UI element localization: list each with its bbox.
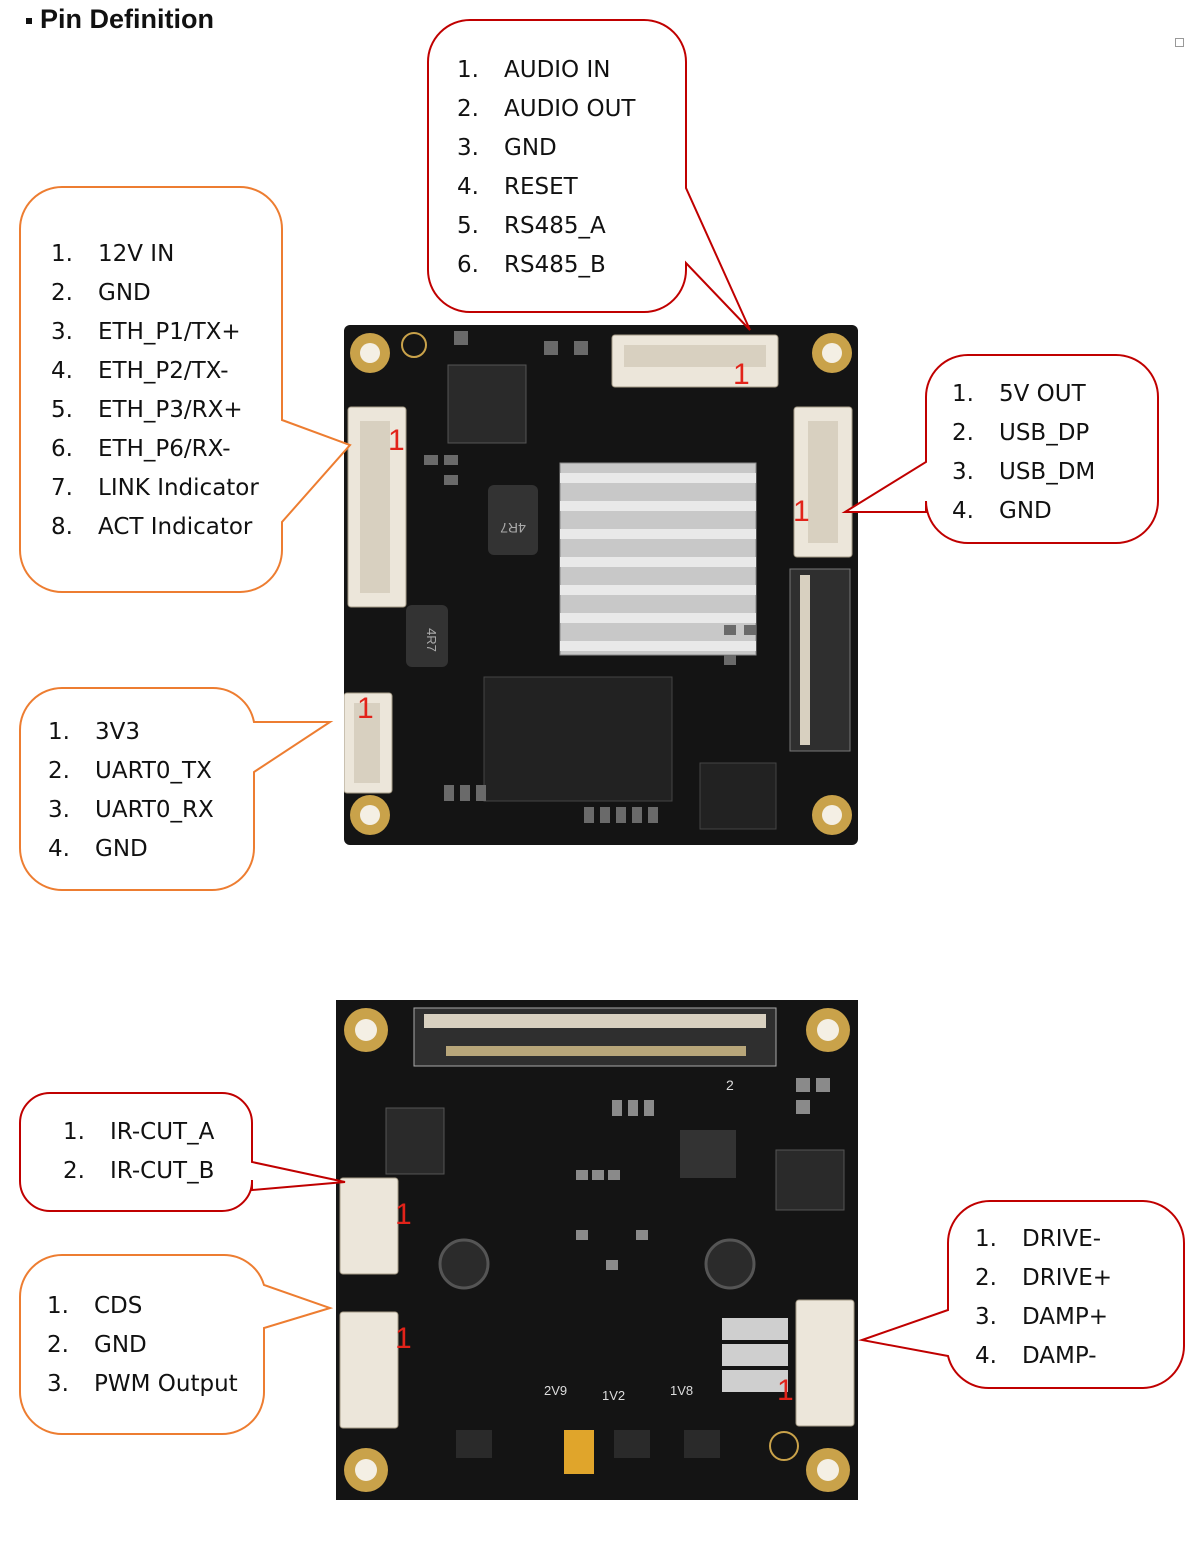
- bullet-icon: [26, 17, 32, 24]
- pin-row: 2.UART0_TX: [48, 758, 212, 784]
- heading-text: Pin Definition: [40, 4, 214, 34]
- pin-row: 8.ACT Indicator: [51, 514, 253, 540]
- pin-row: 3.GND: [457, 135, 557, 161]
- callout-balloon: [19, 186, 352, 593]
- pin-row: 5.RS485_A: [457, 213, 606, 239]
- pin-row: 2.GND: [51, 280, 151, 306]
- inductor-label-side: 4R7: [424, 628, 439, 652]
- pin-row: 1.5V OUT: [952, 381, 1086, 407]
- pin1-marker-audio: 1: [733, 358, 750, 391]
- top-board-photo: 4R7 4R7 1 1 1 1: [344, 325, 858, 845]
- silk-label: 2: [726, 1077, 734, 1093]
- pin-row: 2.USB_DP: [952, 420, 1090, 446]
- pin-row: 2.GND: [47, 1332, 147, 1358]
- section-heading: Pin Definition: [26, 4, 214, 35]
- silk-label: 2V9: [544, 1383, 567, 1398]
- pin-row: 7.LINK Indicator: [51, 475, 259, 501]
- pin-row: 1.AUDIO IN: [457, 57, 611, 83]
- pin-row: 2.DRIVE+: [975, 1265, 1113, 1291]
- pin-row: 3.PWM Output: [47, 1371, 238, 1397]
- pin-row: 4.DAMP-: [975, 1343, 1097, 1369]
- pin-row: 6.ETH_P6/RX-: [51, 436, 231, 462]
- inductor-label: 4R7: [500, 520, 526, 536]
- checkbox-marker-icon: [1175, 38, 1184, 47]
- pin-row: 4.RESET: [457, 174, 578, 200]
- pin-row: 5.ETH_P3/RX+: [51, 397, 243, 423]
- callout-balloon: [427, 19, 751, 331]
- callout-balloon: [19, 686, 334, 891]
- pin1-marker-drive: 1: [777, 1374, 794, 1407]
- pin-row: 3.USB_DM: [952, 459, 1096, 485]
- silk-label: 1V8: [670, 1383, 693, 1398]
- pin1-marker-ircut: 1: [395, 1198, 412, 1231]
- pin-row: 1.12V IN: [51, 241, 175, 267]
- top-pcb: 4R7 4R7: [344, 325, 858, 845]
- pin-row: 1.CDS: [47, 1293, 143, 1319]
- pin-row: 2.AUDIO OUT: [457, 96, 636, 122]
- pin-row: 3.UART0_RX: [48, 797, 214, 823]
- pin-row: 4.GND: [952, 498, 1052, 524]
- heatsink: [559, 462, 757, 656]
- callout-balloon: [19, 1092, 346, 1212]
- pin1-marker-ethernet: 1: [388, 424, 405, 457]
- pin1-marker-cds: 1: [395, 1322, 412, 1355]
- pin-row: 1.3V3: [48, 719, 141, 745]
- pin-row: 2.IR-CUT_B: [63, 1158, 215, 1184]
- pin-row: 1.IR-CUT_A: [63, 1119, 215, 1145]
- silk-label: 1V2: [602, 1388, 625, 1403]
- callout-balloon: [858, 1200, 1185, 1390]
- pin1-marker-usb: 1: [793, 495, 810, 528]
- pin-row: 3.DAMP+: [975, 1304, 1109, 1330]
- pin1-marker-uart: 1: [357, 692, 374, 725]
- pin-row: 6.RS485_B: [457, 252, 606, 278]
- pin-row: 4.GND: [48, 836, 148, 862]
- pin-row: 4.ETH_P2/TX-: [51, 358, 229, 384]
- pin-row: 1.DRIVE-: [975, 1226, 1102, 1252]
- bottom-pcb: 2 2V9 1V2 1V8: [336, 1000, 858, 1500]
- pin-row: 3.ETH_P1/TX+: [51, 319, 241, 345]
- callout-balloon: [19, 1253, 334, 1435]
- callout-balloon: [841, 354, 1159, 544]
- bottom-board-photo: 2 2V9 1V2 1V8 1 1: [336, 1000, 858, 1500]
